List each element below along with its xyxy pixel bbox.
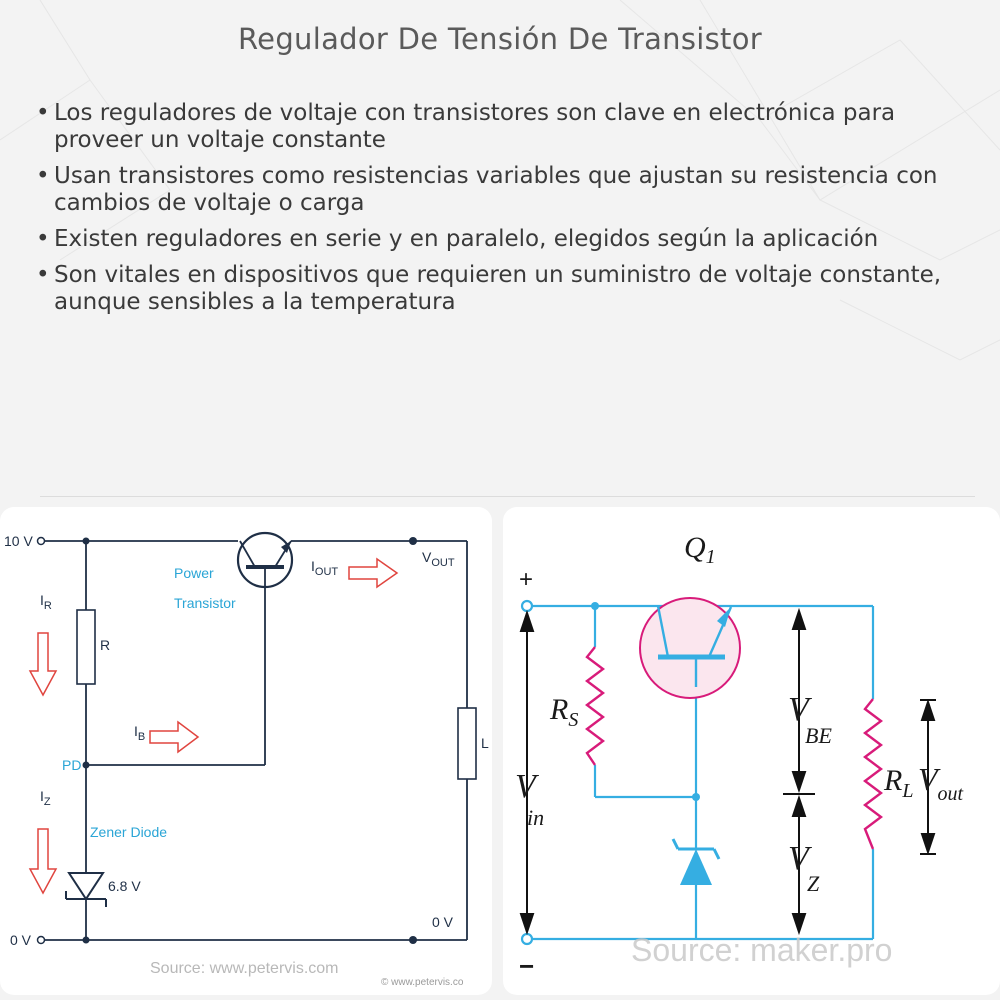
load-resistor [457, 707, 477, 780]
input-voltage-label: 10 V [4, 533, 33, 549]
ir-label: IR [40, 592, 52, 612]
junction-dots [591, 602, 700, 801]
bullet-marker: • [36, 163, 50, 189]
resistor-r [76, 609, 96, 685]
transistor-q1-symbol [639, 597, 741, 699]
page-title: Regulador De Tensión De Transistor [238, 22, 762, 56]
right-source-text: Source: maker.pro [631, 932, 892, 968]
bullet-list: •Los reguladores de voltaje con transist… [36, 100, 966, 325]
bullet-item: •Usan transistores como resistencias var… [36, 163, 966, 217]
pd-label: PD [62, 757, 81, 773]
bullet-marker: • [36, 226, 50, 252]
ir-arrow-icon [28, 632, 58, 697]
ground-voltage-label: 0 V [10, 932, 32, 948]
voltage-arrows [519, 607, 936, 936]
junction-dots [82, 537, 417, 944]
power-transistor-symbol [236, 531, 294, 597]
output-zero-label: 0 V [432, 914, 454, 930]
rl-label: RL [883, 764, 913, 802]
minus-sign: − [519, 951, 534, 981]
iout-label: IOUT [311, 558, 338, 578]
bullet-marker: • [36, 100, 50, 126]
bullet-item: •Los reguladores de voltaje con transist… [36, 100, 966, 154]
zener-label: Zener Diode [90, 824, 167, 840]
vout-label: Vout [918, 761, 964, 805]
resistor-label: R [100, 637, 110, 653]
q1-label: Q1 [684, 531, 716, 568]
bullet-marker: • [36, 262, 50, 288]
zener-diode-symbol [671, 838, 721, 885]
left-source-text: Source: www.petervis.com [150, 960, 339, 977]
left-circuit-diagram: 10 V 0 V 0 V R L 6.8 V IR IB IZ IOUT VOU… [4, 531, 489, 988]
terminals [520, 599, 534, 946]
load-label: L [481, 735, 489, 751]
ib-arrow-icon [149, 720, 200, 754]
divider [40, 496, 975, 497]
vout-label: VOUT [422, 549, 455, 569]
left-watermark: © www.petervis.co [381, 977, 464, 988]
current-arrows [28, 557, 399, 895]
ib-label: IB [134, 723, 145, 743]
input-terminal [36, 536, 46, 546]
bullet-item: •Existen reguladores en serie y en paral… [36, 226, 966, 253]
ground-terminal [36, 935, 46, 945]
transistor-label-line2: Transistor [174, 595, 236, 611]
plus-sign: + [519, 566, 533, 593]
circuit-wires [44, 540, 468, 941]
bullet-text: Son vitales en dispositivos que requiere… [54, 262, 942, 315]
transistor-label-line1: Power [174, 565, 214, 581]
zener-diode-symbol [65, 857, 107, 907]
bullet-text: Usan transistores como resistencias vari… [54, 163, 938, 216]
bullet-item: •Son vitales en dispositivos que requier… [36, 262, 966, 316]
iout-arrow-icon [348, 557, 399, 589]
rs-label: RS [549, 693, 578, 731]
zener-voltage-label: 6.8 V [108, 878, 141, 894]
bullet-text: Existen reguladores en serie y en parale… [54, 226, 879, 252]
bullet-text: Los reguladores de voltaje con transisto… [54, 100, 896, 153]
resistor-rl [863, 698, 883, 850]
iz-label: IZ [40, 788, 51, 808]
left-circuit-panel: 10 V 0 V 0 V R L 6.8 V IR IB IZ IOUT VOU… [0, 507, 492, 995]
iz-arrow-icon [28, 828, 58, 895]
resistor-rs [585, 646, 605, 766]
